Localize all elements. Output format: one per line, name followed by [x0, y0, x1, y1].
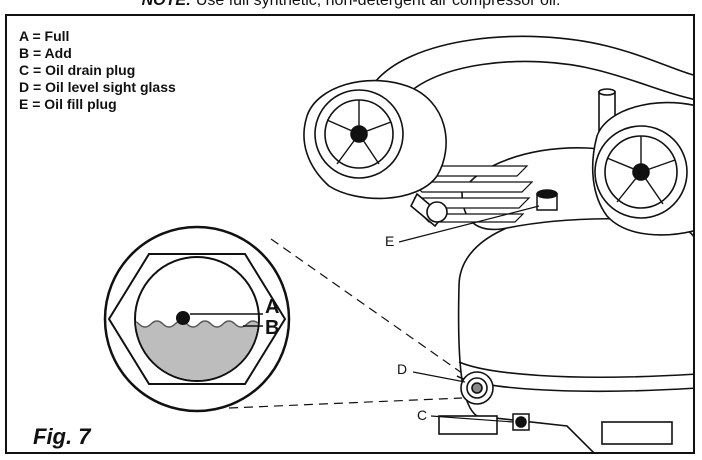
callout-d: D: [397, 361, 407, 377]
callout-e: E: [385, 233, 394, 249]
outlet-pipe: [370, 35, 693, 106]
oil-level-sight-glass: [460, 371, 494, 405]
full-level-dot: [176, 311, 190, 325]
callout-b: B: [265, 317, 279, 339]
compressor-illustration: A B: [103, 35, 693, 452]
callout-c: C: [417, 407, 427, 423]
right-air-filter: [591, 101, 693, 236]
legend-item-sight-glass: D = Oil level sight glass: [19, 79, 176, 95]
legend-item-fill-plug: E = Oil fill plug: [19, 96, 117, 112]
legend: A = Full B = Add C = Oil drain plug D = …: [19, 28, 176, 113]
sight-glass: [134, 256, 260, 382]
sight-glass-hexagon: [107, 253, 287, 385]
legend-item-full: A = Full: [19, 28, 70, 44]
legend-item-drain-plug: C = Oil drain plug: [19, 62, 136, 78]
figure-frame: A B: [5, 14, 695, 454]
callout-a: A: [265, 296, 279, 318]
note-prefix: NOTE:: [141, 0, 192, 9]
oil-fill-plug: [536, 189, 558, 211]
legend-item-add: B = Add: [19, 45, 72, 61]
note-text: Use full synthetic, non-detergent air co…: [195, 0, 561, 9]
sight-glass-magnifier: [103, 225, 291, 413]
left-air-filter: [303, 79, 448, 228]
note-line: NOTE: Use full synthetic, non-detergent …: [0, 0, 702, 10]
oil-drain-plug: [512, 413, 530, 431]
figure-label: Fig. 7: [33, 424, 91, 449]
